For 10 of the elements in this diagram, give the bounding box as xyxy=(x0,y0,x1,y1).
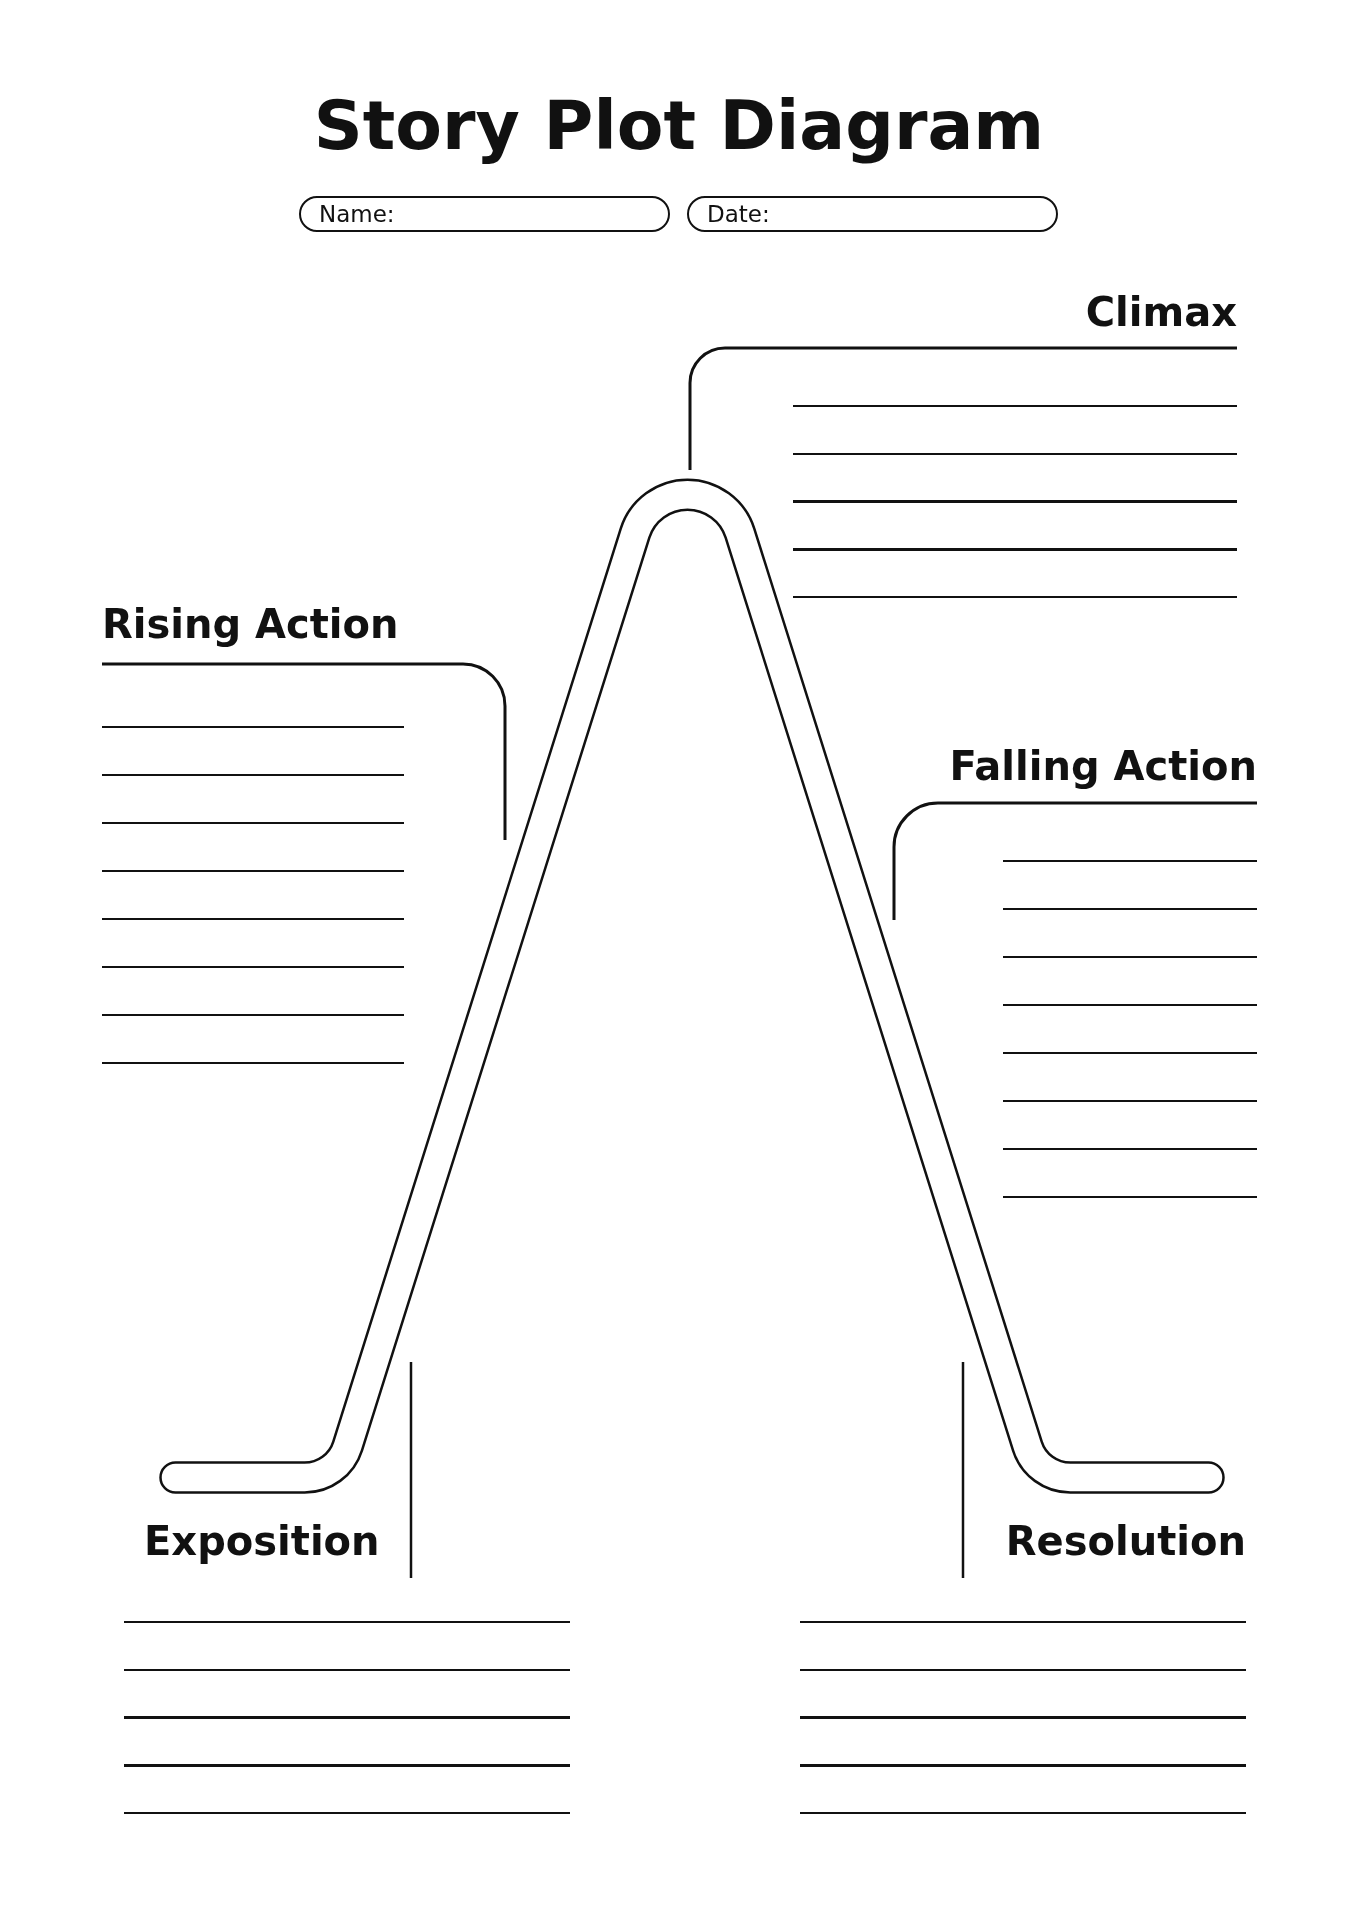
leader-line xyxy=(892,801,1257,920)
section-heading: Resolution xyxy=(1005,1521,1246,1561)
leader-line xyxy=(688,346,1237,470)
page-title: Story Plot Diagram xyxy=(313,86,1045,166)
leader-line xyxy=(409,1362,413,1580)
input-field: Date: xyxy=(687,196,1058,232)
leader-line xyxy=(102,662,507,840)
input-field: Name: xyxy=(299,196,670,232)
leader-line xyxy=(961,1362,965,1580)
section-heading: Climax xyxy=(1085,292,1237,332)
